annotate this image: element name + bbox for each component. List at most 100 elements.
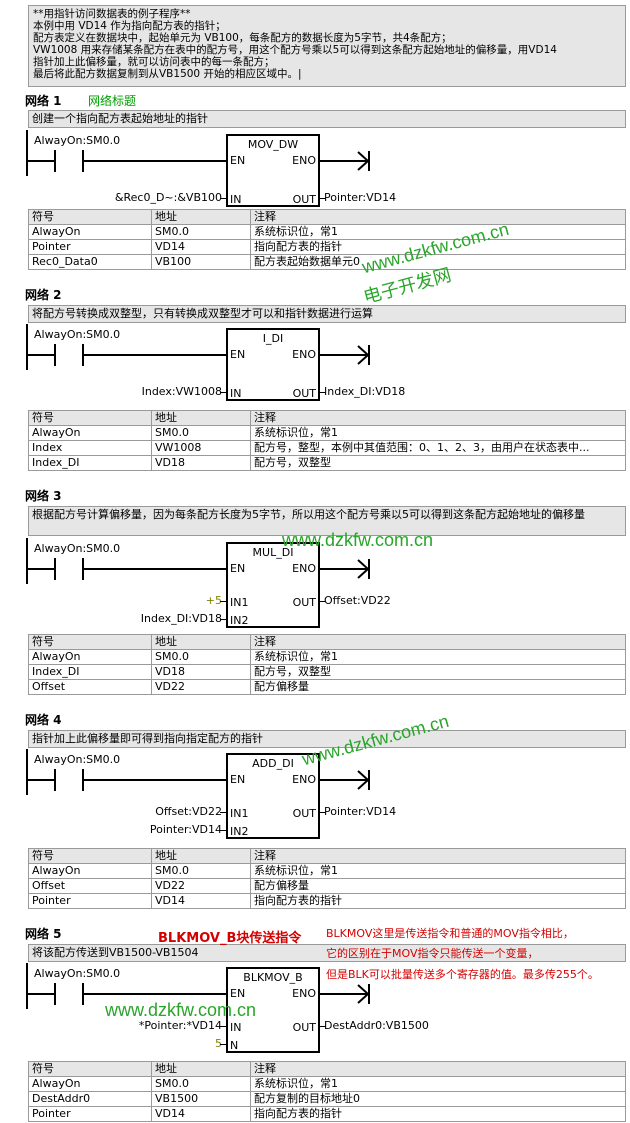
comment-cell[interactable]: 系统标识位，常1 bbox=[250, 1076, 626, 1092]
address-cell[interactable]: SM0.0 bbox=[151, 425, 251, 441]
output-arrow-icon bbox=[357, 345, 370, 365]
address-cell[interactable]: VD14 bbox=[151, 239, 251, 255]
symbol-cell[interactable]: AlwayOn bbox=[28, 649, 152, 665]
comment-cell[interactable]: 系统标识位，常1 bbox=[250, 649, 626, 665]
symbol-cell[interactable]: Pointer bbox=[28, 1106, 152, 1122]
address-cell[interactable]: SM0.0 bbox=[151, 863, 251, 879]
normally-open-contact[interactable] bbox=[54, 983, 84, 1005]
column-header[interactable]: 地址 bbox=[151, 1061, 251, 1077]
column-header[interactable]: 地址 bbox=[151, 848, 251, 864]
output-operand: DestAddr0:VB1500 bbox=[324, 1019, 429, 1032]
output-arrow-icon bbox=[357, 151, 370, 171]
normally-open-contact[interactable] bbox=[54, 769, 84, 791]
symbol-cell[interactable]: Rec0_Data0 bbox=[28, 254, 152, 270]
address-cell[interactable]: VW1008 bbox=[151, 440, 251, 456]
comment-cell[interactable]: 系统标识位，常1 bbox=[250, 425, 626, 441]
address-cell[interactable]: VD22 bbox=[151, 679, 251, 695]
symbol-cell[interactable]: Index_DI bbox=[28, 664, 152, 680]
comment-line: VW1008 用来存储某条配方在表中的配方号，用这个配方号乘以5可以得到这条配方… bbox=[33, 44, 557, 56]
column-header[interactable]: 符号 bbox=[28, 848, 152, 864]
address-cell[interactable]: SM0.0 bbox=[151, 224, 251, 240]
symbol-cell[interactable]: Pointer bbox=[28, 893, 152, 909]
symbol-cell[interactable]: Pointer bbox=[28, 239, 152, 255]
comment-cell[interactable]: 指向配方表的指针 bbox=[250, 1106, 626, 1122]
symbol-cell[interactable]: AlwayOn bbox=[28, 1076, 152, 1092]
column-header[interactable]: 地址 bbox=[151, 634, 251, 650]
address-cell[interactable]: SM0.0 bbox=[151, 1076, 251, 1092]
network-description[interactable]: 将该配方传送到VB1500-VB1504 bbox=[28, 944, 626, 962]
network-description[interactable]: 指针加上此偏移量即可得到指向指定配方的指针 bbox=[28, 730, 626, 748]
comment-cell[interactable]: 配方号，双整型 bbox=[250, 455, 626, 471]
address-cell[interactable]: SM0.0 bbox=[151, 649, 251, 665]
column-header[interactable]: 符号 bbox=[28, 209, 152, 225]
column-header[interactable]: 注释 bbox=[250, 848, 626, 864]
network-description[interactable]: 将配方号转换成双整型，只有转换成双整型才可以和指针数据进行运算 bbox=[28, 305, 626, 323]
address-cell[interactable]: VD14 bbox=[151, 893, 251, 909]
symbol-cell[interactable]: AlwayOn bbox=[28, 425, 152, 441]
symbol-cell[interactable]: Offset bbox=[28, 679, 152, 695]
column-header[interactable]: 注释 bbox=[250, 634, 626, 650]
comment-cell[interactable]: 配方号，整型，本例中其值范围：0、1、2、3，由用户在状态表中... bbox=[250, 440, 626, 456]
address-cell[interactable]: VD14 bbox=[151, 1106, 251, 1122]
pin-wire bbox=[220, 392, 228, 393]
rung-wire bbox=[320, 779, 368, 781]
column-header[interactable]: 符号 bbox=[28, 410, 152, 426]
symbol-cell[interactable]: Index_DI bbox=[28, 455, 152, 471]
address-cell[interactable]: VB1500 bbox=[151, 1091, 251, 1107]
address-cell[interactable]: VD22 bbox=[151, 878, 251, 894]
symbol-cell[interactable]: Offset bbox=[28, 878, 152, 894]
comment-cell[interactable]: 配方表起始数据单元0 bbox=[250, 254, 626, 270]
comment-cell[interactable]: 配方号，双整型 bbox=[250, 664, 626, 680]
column-header[interactable]: 符号 bbox=[28, 634, 152, 650]
watermark-site: www.dzkfw.com.cn bbox=[105, 1000, 257, 1020]
symbol-cell[interactable]: AlwayOn bbox=[28, 224, 152, 240]
comment-cell[interactable]: 配方复制的目标地址0 bbox=[250, 1091, 626, 1107]
address-cell[interactable]: VD18 bbox=[151, 664, 251, 680]
network-description[interactable]: 创建一个指向配方表起始地址的指针 bbox=[28, 110, 626, 128]
normally-open-contact[interactable] bbox=[54, 558, 84, 580]
comment-cell[interactable]: 配方偏移量 bbox=[250, 878, 626, 894]
column-header[interactable]: 注释 bbox=[250, 1061, 626, 1077]
column-header[interactable]: 地址 bbox=[151, 209, 251, 225]
symbol-cell[interactable]: DestAddr0 bbox=[28, 1091, 152, 1107]
comment-cell[interactable]: 指向配方表的指针 bbox=[250, 893, 626, 909]
normally-open-contact[interactable] bbox=[54, 150, 84, 172]
address-cell[interactable]: VD18 bbox=[151, 455, 251, 471]
symbol-cell[interactable]: AlwayOn bbox=[28, 863, 152, 879]
column-header[interactable]: 注释 bbox=[250, 209, 626, 225]
input-operand-1: &Rec0_D~:&VB100 bbox=[114, 191, 222, 204]
comment-cell[interactable]: 系统标识位，常1 bbox=[250, 863, 626, 879]
column-header[interactable]: 地址 bbox=[151, 410, 251, 426]
normally-open-contact[interactable] bbox=[54, 344, 84, 366]
network-description[interactable]: 根据配方号计算偏移量，因为每条配方长度为5字节，所以用这个配方号乘以5可以得到这… bbox=[28, 506, 626, 536]
pin-wire bbox=[320, 812, 326, 813]
block-name: BLKMOV_B bbox=[243, 971, 303, 984]
network-label: 网络 2 bbox=[25, 288, 62, 302]
symbol-cell[interactable]: Index bbox=[28, 440, 152, 456]
input-operand-1: *Pointer:*VD14 bbox=[138, 1019, 222, 1032]
address-cell[interactable]: VB100 bbox=[151, 254, 251, 270]
column-header[interactable]: 符号 bbox=[28, 1061, 152, 1077]
comment-cell[interactable]: 配方偏移量 bbox=[250, 679, 626, 695]
column-header[interactable]: 注释 bbox=[250, 410, 626, 426]
